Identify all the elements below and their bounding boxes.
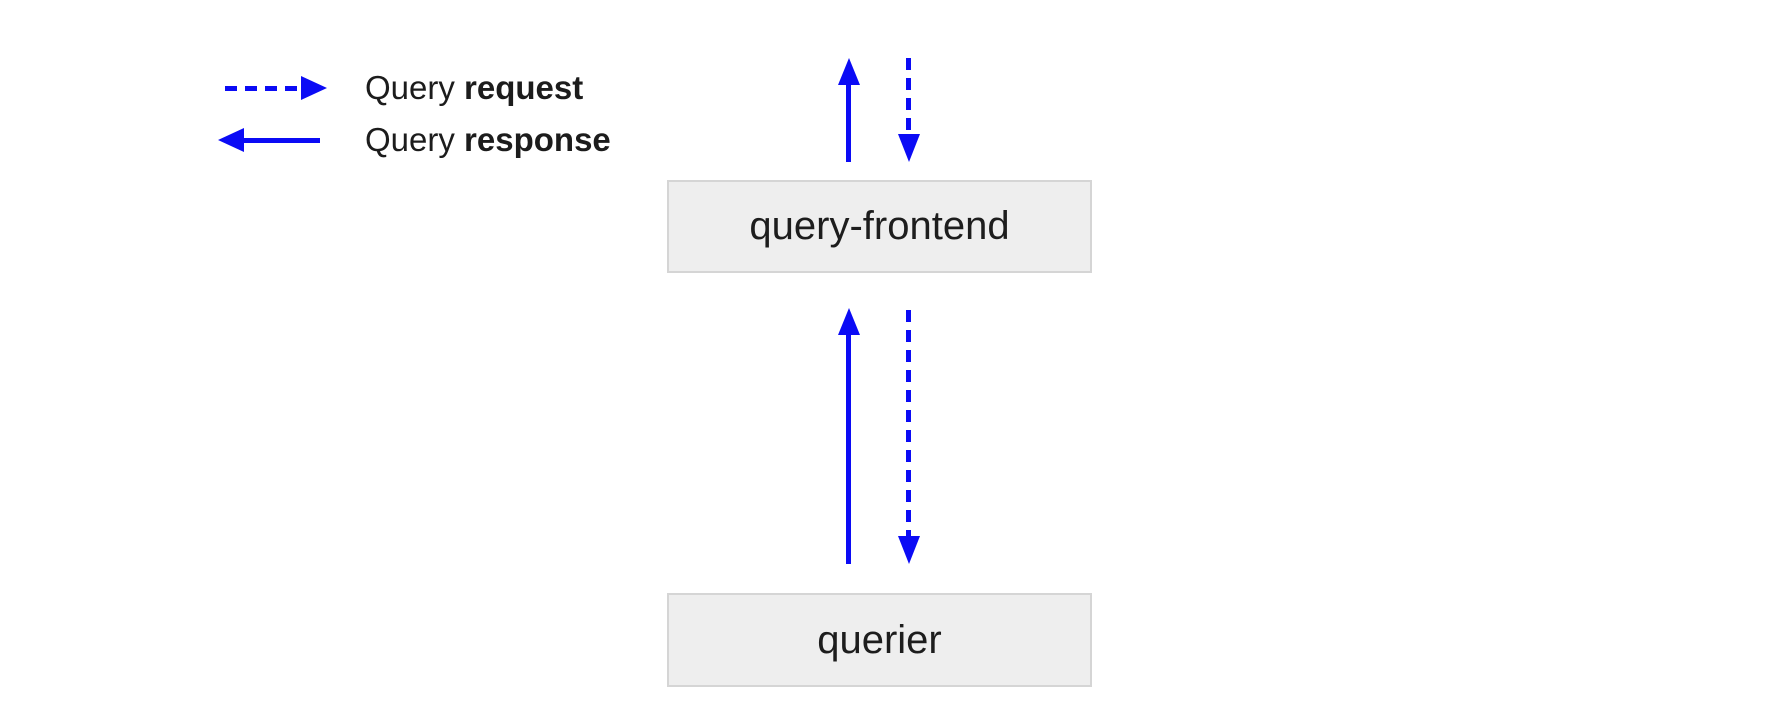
legend-item-request: Query request [218,63,611,113]
response-arrow-up-middle-line [846,334,851,564]
arrowhead-left [218,128,244,152]
legend-label-response-regular: Query [365,121,465,158]
node-query-frontend: query-frontend [667,180,1092,273]
node-query-frontend-label: query-frontend [749,204,1010,248]
solid-line [244,138,320,143]
response-arrow-up-top-line [846,84,851,162]
legend-label-request-bold: request [464,69,584,106]
response-arrow-up-top-head [838,58,860,85]
solid-left-arrow-icon [218,128,328,152]
request-arrow-down-middle-line [906,310,911,537]
node-querier: querier [667,593,1092,687]
legend-label-request: Query request [365,69,583,107]
dashed-line [225,86,301,91]
legend: Query request Query response [218,63,611,167]
legend-label-response: Query response [365,121,611,159]
response-arrow-up-middle-head [838,308,860,335]
request-arrow-down-middle-head [898,536,920,564]
request-arrow-down-top-line [906,58,911,134]
dashed-right-arrow-icon [218,76,328,100]
legend-label-request-regular: Query [365,69,465,106]
node-querier-label: querier [817,617,942,662]
arrowhead-right [301,76,327,100]
legend-item-response: Query response [218,115,611,165]
legend-label-response-bold: response [464,121,611,158]
request-arrow-down-top-head [898,134,920,162]
